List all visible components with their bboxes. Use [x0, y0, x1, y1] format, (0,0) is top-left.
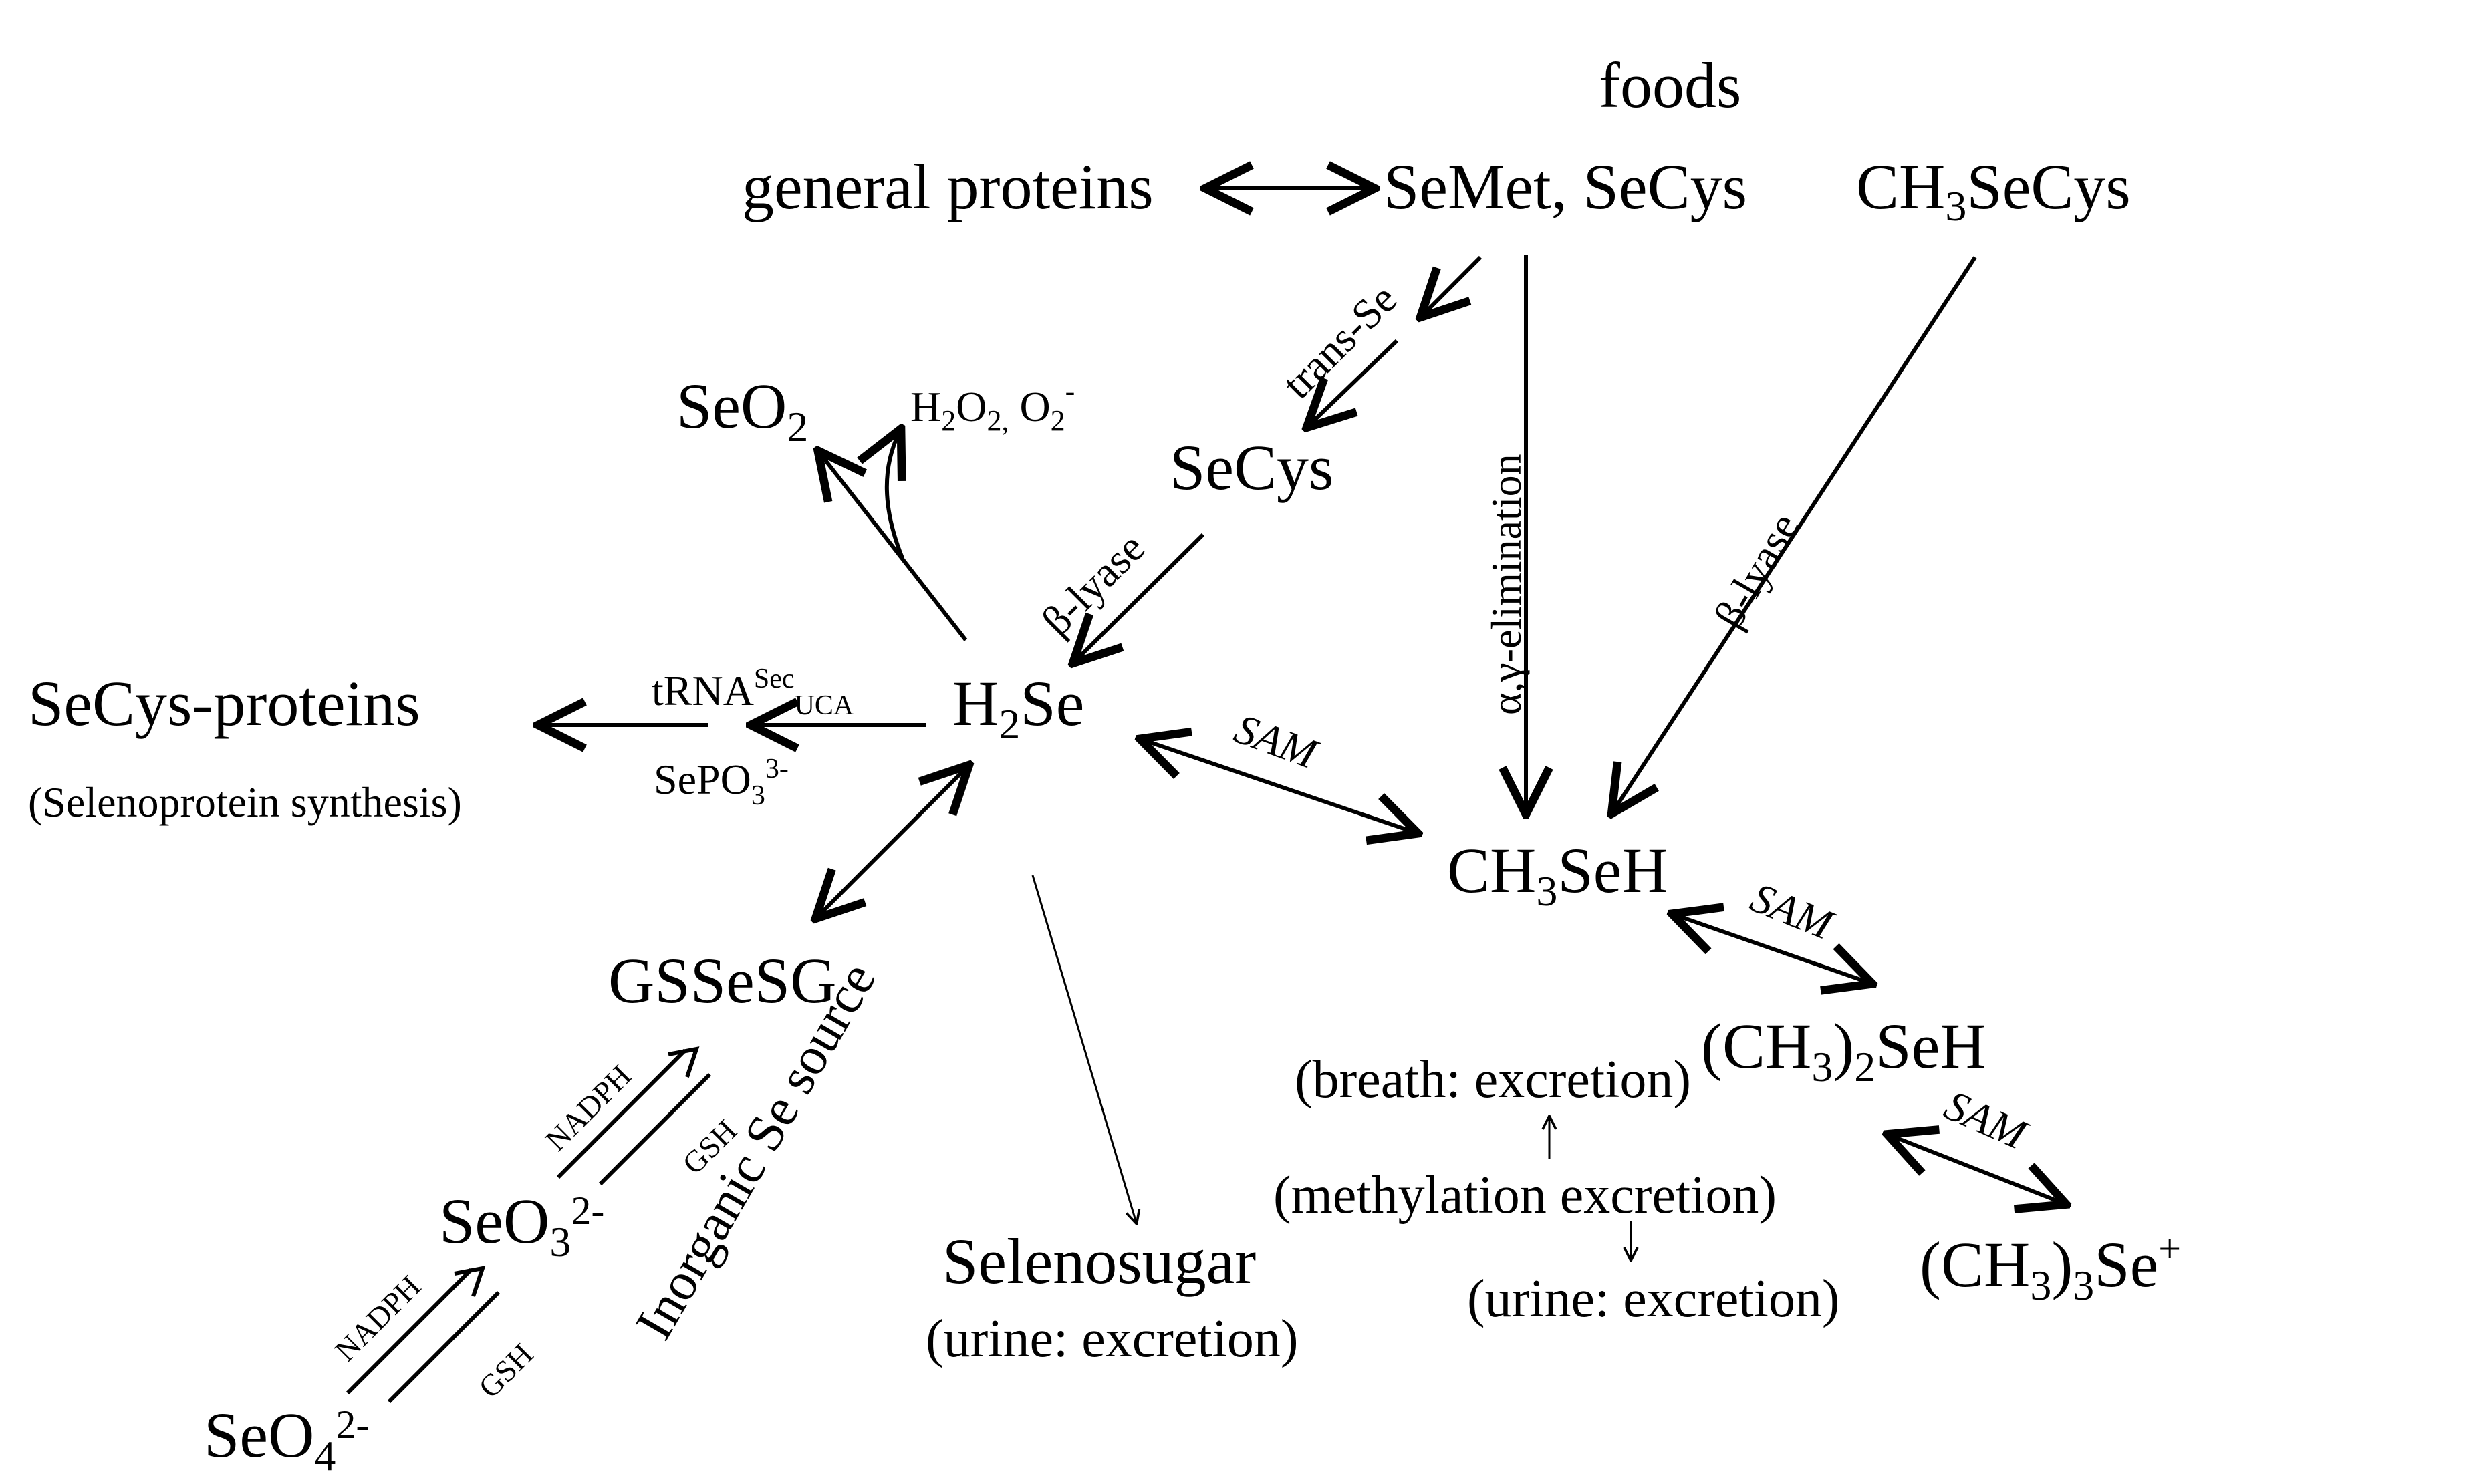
arrow-seo3-gssesg	[556, 1046, 712, 1186]
h2o2-o2-label: H2O2, O2-	[910, 375, 1075, 437]
selenoprotein-synthesis-label: (Selenoprotein synthesis)	[28, 778, 462, 826]
arrow-dimethyl-trimethyl	[1892, 1136, 2062, 1203]
alpha-gamma-elimination-label: α,γ-elimination	[1482, 454, 1530, 715]
seo3-label: SeO32-	[439, 1185, 604, 1266]
urine-excretion-label-1: (urine: excretion)	[1467, 1270, 1840, 1328]
arrow-semet-trans-upper	[1424, 255, 1482, 314]
sam-label-2: SAM	[1744, 873, 1841, 949]
h2se-label: H2Se	[952, 667, 1084, 748]
arrow-trans-secys	[1310, 339, 1399, 424]
foods-label: foods	[1599, 49, 1741, 121]
arrow-h2se-seo2	[821, 454, 968, 641]
trna-sec-uca-label: tRNASecUCA	[652, 663, 854, 721]
ch3secys-label: CH3SeCys	[1856, 151, 2131, 230]
trimethylselenonium-label: (CH3)3Se+	[1920, 1227, 2181, 1309]
sam-label-3: SAM	[1938, 1081, 2035, 1159]
arrow-h2se-selenosugar	[1031, 875, 1136, 1223]
arrow-ch3secys-ch3seh	[1614, 256, 1977, 810]
arrow-ch3seh-dimethyl	[1676, 915, 1868, 982]
arrow-h2se-ch3seh	[1144, 740, 1414, 832]
semet-secys-label: SeMet, SeCys	[1384, 151, 1747, 222]
methylation-excretion-label: (methylation excretion)	[1273, 1166, 1777, 1225]
sam-label-1: SAM	[1228, 704, 1325, 778]
seo2-label: SeO2	[676, 370, 808, 450]
gssesg-label: GSSeSG	[608, 945, 836, 1016]
urine-excretion-label-2: (urine: excretion)	[926, 1310, 1299, 1368]
breath-excretion-label: (breath: excretion)	[1295, 1050, 1691, 1109]
sepo3-label: SePO33-	[654, 754, 789, 811]
arrow-h2se-gssesg	[819, 768, 966, 915]
secys-label: SeCys	[1170, 432, 1333, 503]
beta-lyase-right-label: β-lyase	[1705, 505, 1808, 636]
nadph-label-2: NADPH	[328, 1269, 427, 1368]
selenosugar-label: Selenosugar	[942, 1225, 1256, 1297]
seo4-label: SeO42-	[204, 1399, 369, 1479]
arrow-h2se-h2o2	[887, 433, 902, 559]
secys-proteins-label: SeCys-proteins	[28, 667, 420, 739]
ch3seh-label: CH3SeH	[1447, 835, 1668, 915]
arrow-seo4-seo3	[346, 1266, 501, 1404]
beta-lyase-left-label: β-lyase	[1033, 524, 1154, 645]
gsh-label-2: GSH	[472, 1337, 539, 1404]
trans-se-label: trans-Se	[1273, 275, 1406, 407]
general-proteins-label: general proteins	[742, 151, 1154, 222]
nadph-label-1: NADPH	[539, 1058, 638, 1157]
dimethyl-selenide-label: (CH3)2SeH	[1701, 1010, 1986, 1090]
arrow-secys-h2se	[1076, 533, 1205, 660]
